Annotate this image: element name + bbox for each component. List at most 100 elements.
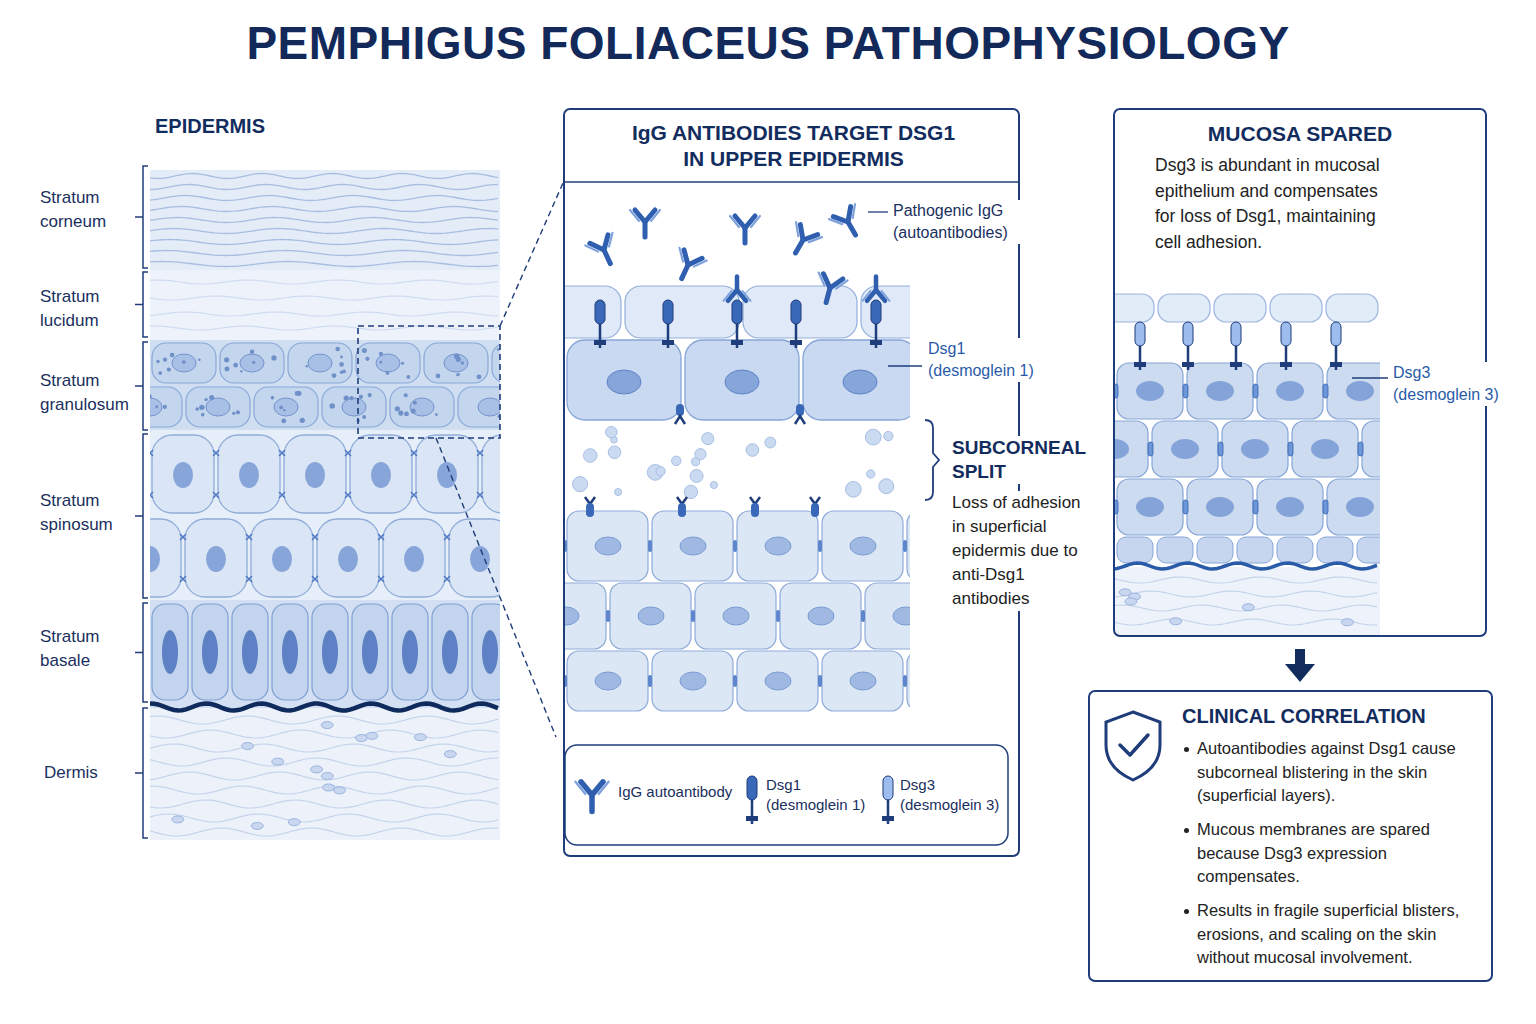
keratohyalin-granule xyxy=(163,405,167,409)
spinous-cell xyxy=(482,435,500,513)
panel-header-divider xyxy=(564,181,1019,183)
cell-debris xyxy=(710,481,717,488)
cell-nucleus xyxy=(1115,439,1129,459)
fibroblast xyxy=(172,816,184,823)
zoom-region xyxy=(358,326,500,438)
desmosome-mark xyxy=(180,534,186,540)
desmosome-mark xyxy=(691,610,695,622)
dsg1-molecule xyxy=(871,300,881,324)
keratohyalin-granule xyxy=(150,413,151,416)
broken-dsg1 xyxy=(751,503,759,517)
box-heading: CLINICAL CORRELATION xyxy=(1182,703,1482,729)
basal-cell xyxy=(1277,537,1313,563)
keratohyalin-granule xyxy=(461,361,464,364)
cell-nucleus xyxy=(150,398,162,416)
keratohyalin-granule xyxy=(163,358,167,362)
panel-heading: MUCOSA SPARED xyxy=(1115,121,1485,147)
keratohyalin-granule xyxy=(279,405,283,409)
keratohyalin-granule xyxy=(240,370,242,372)
fibroblast xyxy=(321,722,333,729)
fibroblast xyxy=(334,787,346,794)
cell-debris xyxy=(573,477,588,492)
basal-cell xyxy=(1117,537,1153,563)
cell-nucleus xyxy=(172,354,196,372)
keratohyalin-granule xyxy=(250,350,254,354)
leader-line xyxy=(868,211,888,212)
layer-bracket xyxy=(135,166,148,268)
keratohyalin-granule xyxy=(349,396,353,400)
desmosome-mark xyxy=(345,492,351,498)
keratohyalin-granule xyxy=(406,375,410,379)
granular-cell xyxy=(186,387,250,427)
keratohyalin-granule xyxy=(252,361,255,364)
corneocyte xyxy=(743,286,857,338)
cell-nucleus xyxy=(1136,381,1164,401)
keratohyalin-granule xyxy=(339,362,344,367)
fibroblast xyxy=(1125,598,1137,605)
igg-antibody xyxy=(730,216,760,243)
desmoglein-plaque xyxy=(1280,362,1292,367)
antibody-light-chain xyxy=(585,233,617,256)
legend-label: Dsg1 (desmoglein 1) xyxy=(766,775,871,815)
keratin-layer-line xyxy=(150,251,498,256)
spinous-cell xyxy=(652,651,733,711)
bullet-text: Mucous membranes are spared because Dsg3… xyxy=(1197,818,1477,889)
layer-label: Stratum lucidum xyxy=(40,285,140,333)
cell-debris xyxy=(672,456,681,465)
keratohyalin-granule xyxy=(201,413,205,417)
corneocyte xyxy=(861,286,910,338)
antibody-light-chain xyxy=(829,204,860,229)
cell-nucleus xyxy=(1136,497,1164,517)
keratohyalin-granule xyxy=(306,365,308,367)
basal-cell xyxy=(392,604,428,700)
desmosome-mark xyxy=(477,492,483,498)
desmosome-mark xyxy=(279,492,285,498)
desmosome-mark xyxy=(150,450,153,456)
cell-nucleus xyxy=(173,462,193,488)
keratohyalin-granule xyxy=(404,411,409,416)
callout-heading: SUBCORNEAL SPLIT xyxy=(952,436,1088,484)
fibroblast xyxy=(251,822,263,829)
stratum-granulosum xyxy=(150,340,500,432)
desmoglein-plaque xyxy=(731,340,743,345)
leader-line xyxy=(888,365,922,366)
keratohyalin-granule xyxy=(436,374,441,379)
clinical-correlation-box: CLINICAL CORRELATIONAutoantibodies again… xyxy=(1088,690,1493,982)
cell-nucleus xyxy=(765,537,791,555)
dermal-fibre xyxy=(150,814,498,822)
granular-cell xyxy=(322,387,386,427)
granular-cell xyxy=(803,340,910,420)
zoom-line xyxy=(436,438,556,737)
cell-nucleus xyxy=(1346,497,1374,517)
cell-debris xyxy=(884,431,893,440)
lucidum-line xyxy=(150,326,498,330)
antibody-light-chain xyxy=(730,216,760,227)
granular-cell xyxy=(220,343,284,383)
callout-label: Pathogenic IgG (autoantibodies) xyxy=(893,200,1023,244)
desmoglein-plaque xyxy=(870,340,882,345)
cell-nucleus xyxy=(843,370,877,394)
spinous-cell xyxy=(652,511,733,581)
layer-bracket xyxy=(135,434,148,598)
desmosome-mark xyxy=(776,610,780,622)
keratohyalin-granule xyxy=(454,353,459,358)
desmosome-mark xyxy=(378,576,384,582)
igg-antibody xyxy=(630,210,660,237)
spinous-cell xyxy=(218,435,280,513)
basement-membrane xyxy=(150,704,498,711)
desmosome-mark xyxy=(733,675,737,687)
dsg3-junction xyxy=(1253,500,1258,514)
epithelial-cell xyxy=(1152,421,1218,477)
cell-debris xyxy=(702,433,714,445)
antibody-light-chain xyxy=(675,248,707,271)
antibody-light-chain xyxy=(576,782,609,794)
spinous-cell xyxy=(350,435,412,513)
cell-nucleus xyxy=(404,546,424,572)
desmosome-mark xyxy=(444,576,450,582)
flow-arrow xyxy=(1285,649,1315,682)
dsg1-molecule xyxy=(732,300,742,324)
cell-debris xyxy=(865,429,881,445)
dermis xyxy=(150,708,500,840)
spinous-cell xyxy=(383,519,445,597)
broken-dsg1 xyxy=(811,503,819,517)
